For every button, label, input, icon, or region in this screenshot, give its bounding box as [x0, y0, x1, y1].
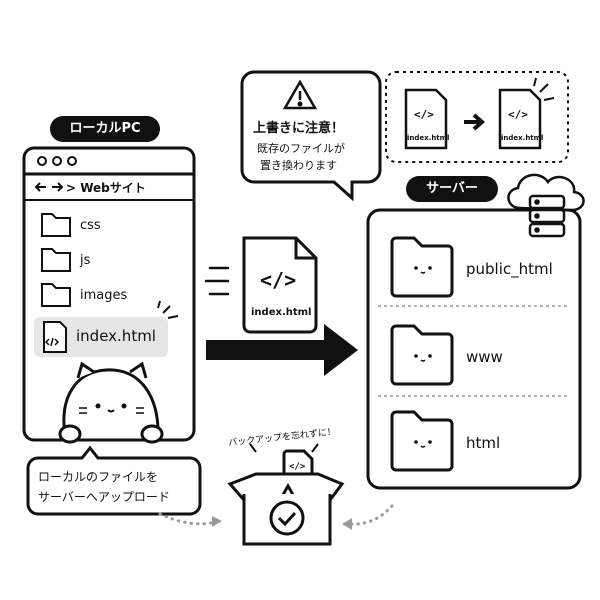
dotted-arrowheads — [212, 516, 352, 530]
old-file-label: index.html — [407, 134, 450, 142]
server-dividers — [378, 305, 570, 397]
local-note-line1: ローカルのファイルを — [38, 470, 159, 484]
warning-line2: 置き換わります — [260, 159, 337, 172]
html-file-icon[interactable] — [43, 321, 67, 353]
folder-icon-html[interactable] — [390, 410, 454, 472]
cloud-server-icon — [507, 173, 585, 238]
folder-label-js[interactable]: js — [80, 253, 91, 268]
new-file-sparkle-icon — [533, 77, 555, 101]
folder-icon-js[interactable] — [41, 248, 71, 272]
cat-mascot — [58, 361, 164, 444]
overwrite-dashed-box — [385, 71, 569, 163]
local-pc-label: ローカルPC — [50, 116, 160, 142]
file-label-index-html[interactable]: index.html — [76, 327, 156, 345]
selected-file-highlight[interactable] — [34, 317, 168, 357]
transfer-file-label: index.html — [251, 307, 312, 318]
server-folder-label-www[interactable]: www — [466, 348, 503, 366]
warning-title: 上書きに注意！ — [253, 121, 345, 136]
folder-label-images[interactable]: images — [80, 288, 128, 303]
server-folder-label-public-html[interactable]: public_html — [466, 260, 553, 278]
sparkle-lines-icon — [157, 300, 179, 319]
server-folder-label-html[interactable]: html — [466, 434, 501, 452]
checkmark-icon — [269, 500, 305, 536]
window-dots — [37, 156, 77, 166]
warning-line1: 既存のファイルが — [257, 142, 345, 155]
dotted-arrows — [158, 504, 394, 526]
folder-label-css[interactable]: css — [80, 218, 101, 233]
warning-icon — [282, 79, 318, 110]
new-file-icon — [498, 88, 542, 150]
folder-icon-images[interactable] — [41, 283, 71, 307]
overwrite-arrow-icon — [464, 113, 486, 131]
local-note-line2: サーバーへアップロード — [38, 490, 170, 504]
folder-icon-public-html[interactable] — [390, 236, 454, 298]
old-file-icon — [404, 88, 448, 150]
local-note-bubble — [26, 445, 202, 516]
breadcrumb[interactable]: > Webサイト — [66, 181, 146, 195]
server-label: サーバー — [406, 176, 498, 202]
folder-icon-css[interactable] — [41, 213, 71, 237]
upload-arrow — [206, 324, 358, 376]
backup-file-code-glyph: </> — [289, 462, 306, 472]
folder-icon-www[interactable] — [390, 324, 454, 386]
warning-bubble — [240, 70, 382, 202]
backup-sparkle-lines — [249, 443, 319, 453]
speed-lines — [204, 266, 230, 296]
transfer-file-icon — [242, 236, 318, 334]
new-file-code-glyph: </> — [508, 108, 528, 121]
transfer-code-glyph: </> — [260, 268, 297, 292]
nav-arrows-icon[interactable] — [34, 182, 64, 192]
old-file-code-glyph: </> — [414, 108, 434, 121]
new-file-label: index.html — [501, 134, 544, 142]
